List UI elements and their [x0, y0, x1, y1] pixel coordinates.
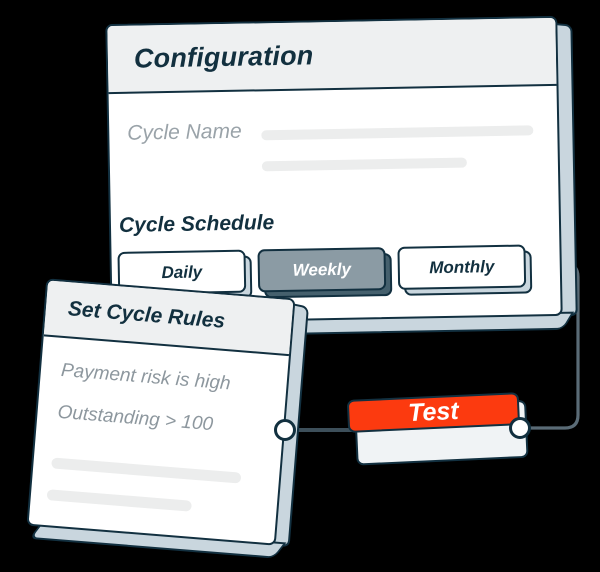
configuration-card[interactable]: Configuration Cycle Name Cycle Schedule …	[105, 15, 563, 325]
rules-card-title: Set Cycle Rules	[67, 297, 226, 333]
cycle-name-field-row: Cycle Name	[109, 86, 558, 174]
cycle-schedule-label: Cycle Schedule	[118, 211, 275, 237]
cycle-name-input-bar-primary[interactable]	[261, 125, 534, 141]
configuration-card-header: Configuration	[107, 17, 557, 95]
rules-card-body: Payment risk is high Outstanding > 100	[28, 336, 289, 545]
rule-item-payment-risk[interactable]: Payment risk is high	[60, 359, 232, 395]
rules-card-face: Set Cycle Rules Payment risk is high Out…	[26, 278, 296, 546]
rule-item-outstanding[interactable]: Outstanding > 100	[56, 401, 214, 436]
configuration-card-face: Configuration Cycle Name Cycle Schedule …	[105, 15, 563, 325]
configuration-card-title: Configuration	[133, 39, 314, 74]
test-node-output-port[interactable]	[509, 417, 531, 439]
rules-placeholder-bar-1[interactable]	[51, 457, 242, 484]
test-node[interactable]: Test	[346, 392, 529, 466]
segment-weekly-button[interactable]: Weekly	[257, 247, 387, 293]
rules-placeholder-bar-2[interactable]	[46, 489, 192, 512]
segment-monthly-button[interactable]: Monthly	[397, 244, 527, 290]
segment-monthly[interactable]: Monthly	[397, 244, 533, 296]
cycle-name-input-bar-secondary[interactable]	[261, 157, 467, 172]
cycle-name-label: Cycle Name	[127, 119, 242, 145]
rules-card-output-port[interactable]	[274, 419, 296, 441]
rules-card[interactable]: Set Cycle Rules Payment risk is high Out…	[26, 278, 296, 546]
segment-weekly[interactable]: Weekly	[257, 247, 393, 299]
